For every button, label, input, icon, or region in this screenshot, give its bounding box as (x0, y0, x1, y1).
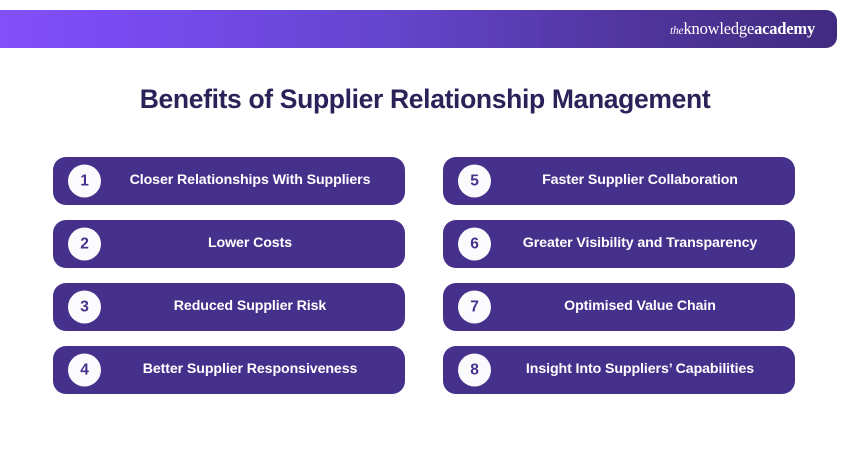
benefit-number-badge-8: 8 (458, 353, 491, 387)
benefit-card-4: 4 Better Supplier Responsiveness (53, 346, 405, 394)
benefit-number-badge-3: 3 (68, 290, 101, 324)
benefit-number-badge-1: 1 (68, 164, 101, 198)
benefits-grid: 1 Closer Relationships With Suppliers 5 … (53, 157, 795, 397)
benefit-card-1: 1 Closer Relationships With Suppliers (53, 157, 405, 205)
benefit-number-badge-2: 2 (68, 227, 101, 261)
logo-the-text: the (670, 24, 684, 37)
benefit-number-badge-4: 4 (68, 353, 101, 387)
benefit-card-5: 5 Faster Supplier Collaboration (443, 157, 795, 205)
benefit-card-8: 8 Insight Into Suppliers’ Capabilities (443, 346, 795, 394)
benefit-label-5: Faster Supplier Collaboration (542, 172, 738, 189)
benefit-card-2: 2 Lower Costs (53, 220, 405, 268)
benefit-label-4: Better Supplier Responsiveness (142, 361, 358, 378)
page-title: Benefits of Supplier Relationship Manage… (139, 84, 711, 114)
logo-academy-text: academy (754, 18, 815, 38)
benefit-label-6: Greater Visibility and Transparency (522, 235, 758, 252)
benefit-card-6: 6 Greater Visibility and Transparency (443, 220, 795, 268)
benefit-number-badge-5: 5 (458, 164, 491, 198)
benefit-label-1: Closer Relationships With Suppliers (129, 172, 371, 189)
logo-knowledge-text: knowledge (683, 18, 755, 38)
benefit-label-2: Lower Costs (207, 235, 293, 252)
benefit-label-7: Optimised Value Chain (564, 298, 716, 315)
benefit-number-badge-7: 7 (458, 290, 491, 324)
benefit-card-3: 3 Reduced Supplier Risk (53, 283, 405, 331)
brand-banner: theknowledgeacademy (0, 10, 837, 48)
benefit-label-3: Reduced Supplier Risk (173, 298, 327, 315)
benefit-number-badge-6: 6 (458, 227, 491, 261)
knowledge-academy-logo: theknowledgeacademy (670, 18, 815, 38)
benefit-label-8: Insight Into Suppliers’ Capabilities (525, 361, 755, 378)
benefit-card-7: 7 Optimised Value Chain (443, 283, 795, 331)
